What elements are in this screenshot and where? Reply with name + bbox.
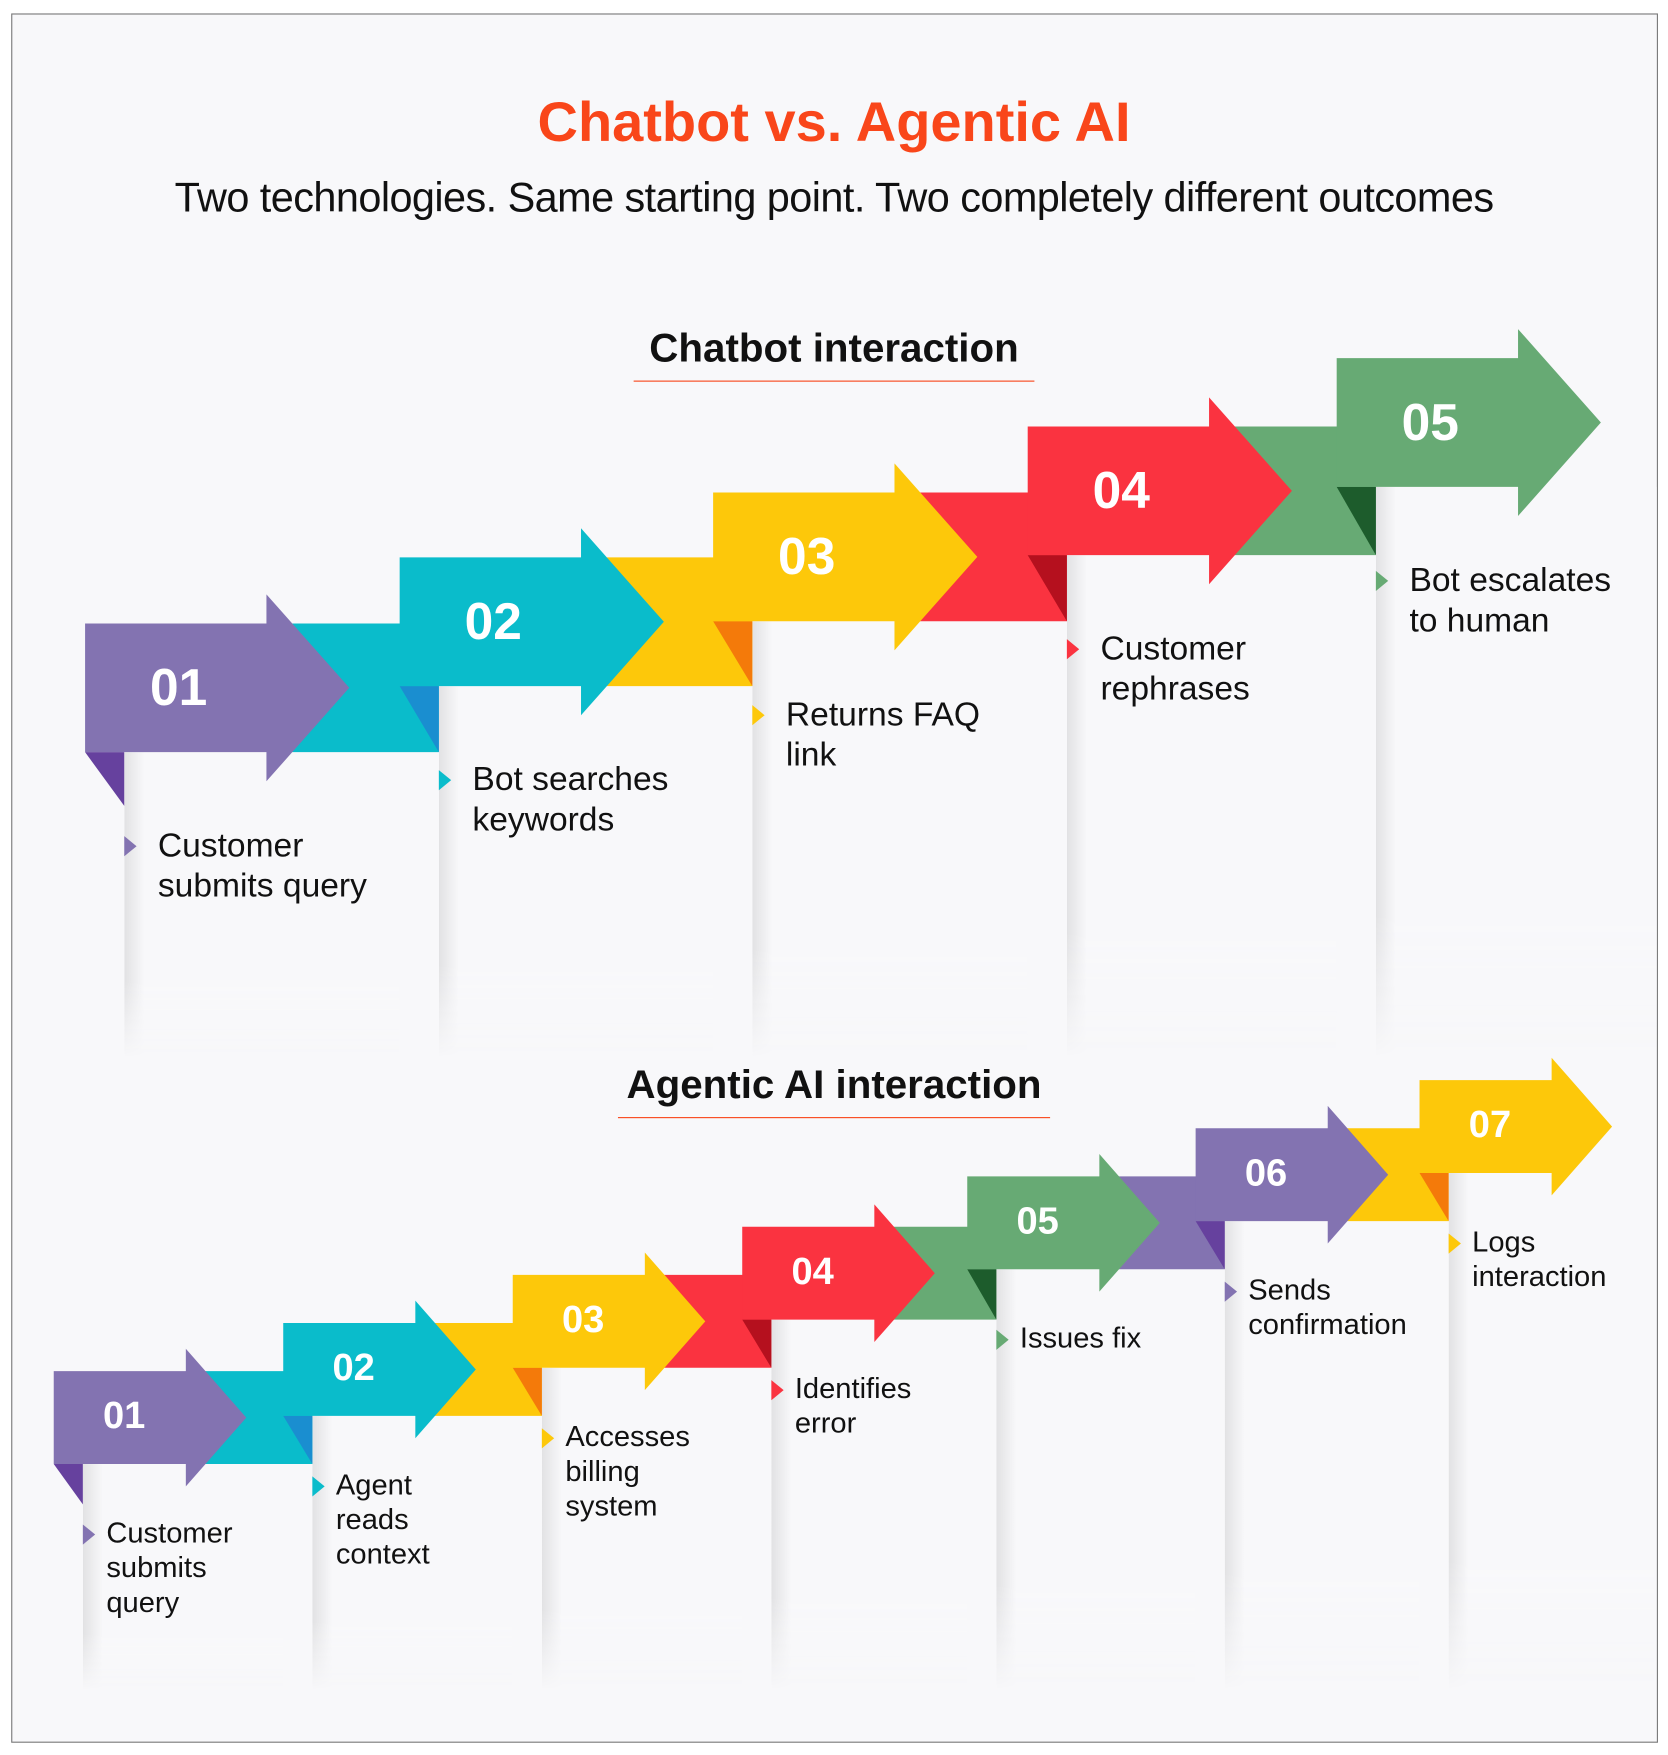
step-arrow <box>1195 1105 1389 1244</box>
step-card <box>771 1319 968 1691</box>
step-label-line: Bot escalates <box>1409 561 1612 599</box>
step-arrow <box>967 1153 1160 1292</box>
step-number: 04 <box>791 1250 834 1293</box>
step-number: 03 <box>561 1298 605 1342</box>
step-number: 07 <box>1468 1103 1512 1147</box>
step-label-line: context <box>335 1537 430 1571</box>
step-card <box>1066 555 1337 1058</box>
step-marker-icon <box>82 1524 96 1545</box>
step-label-line: Issues fix <box>1019 1320 1142 1355</box>
step-label-line: billing <box>565 1454 640 1488</box>
step-arrow <box>1336 329 1601 516</box>
step-number: 06 <box>1244 1151 1288 1195</box>
step-marker-icon <box>752 705 765 726</box>
step-marker-icon <box>438 770 452 791</box>
ribbon-fold <box>53 1464 83 1505</box>
step-label-line: Logs <box>1472 1224 1536 1259</box>
step-marker-icon <box>771 1379 784 1401</box>
step-label-line: submits query <box>157 867 367 905</box>
step-label-line: Customer <box>106 1515 233 1550</box>
step-label-line: Agent <box>335 1467 412 1501</box>
step-label-line: interaction <box>1472 1259 1607 1294</box>
step-arrow <box>512 1252 706 1391</box>
step-number: 01 <box>150 658 208 717</box>
step-number: 02 <box>464 591 522 651</box>
step-label-line: Customer <box>157 827 304 865</box>
ribbon-fold <box>1419 1173 1449 1222</box>
step-number: 05 <box>1016 1199 1059 1243</box>
step-label-line: reads <box>335 1502 409 1536</box>
step-arrow <box>713 463 978 651</box>
step-number: 01 <box>102 1394 146 1438</box>
ribbon-fold <box>1336 486 1376 556</box>
step-arrow <box>742 1204 935 1343</box>
step-marker-icon <box>312 1476 325 1497</box>
step-marker-icon <box>1448 1233 1461 1254</box>
step-label-line: error <box>794 1406 857 1440</box>
step-marker-icon <box>541 1427 555 1449</box>
step-card <box>82 1464 284 1691</box>
ribbon-fold <box>283 1415 313 1465</box>
step-label-line: link <box>785 736 837 774</box>
step-arrow <box>399 528 664 716</box>
step-arrow <box>53 1348 247 1487</box>
step-label-line: Sends <box>1248 1272 1331 1307</box>
step-label-line: confirmation <box>1248 1307 1407 1342</box>
step-arrow <box>85 594 350 782</box>
step-number: 02 <box>332 1346 375 1390</box>
ribbon-fold <box>1195 1221 1225 1270</box>
step-arrow <box>1419 1057 1613 1196</box>
step-marker-icon <box>996 1329 1009 1350</box>
step-label-line: Accesses <box>565 1419 690 1453</box>
step-number: 05 <box>1401 392 1459 451</box>
agentic-section-title: Agentic AI interaction <box>617 1061 1051 1119</box>
step-marker-icon <box>1375 570 1389 591</box>
step-label-line: Returns FAQ <box>785 696 981 734</box>
step-label-line: Bot searches <box>472 761 669 799</box>
step-marker-icon <box>1066 639 1080 660</box>
step-card <box>996 1269 1196 1691</box>
step-label-line: Identifies <box>794 1371 912 1405</box>
step-card <box>124 752 400 1058</box>
step-number: 03 <box>778 527 836 586</box>
step-marker-icon <box>1224 1281 1238 1302</box>
step-label-line: submits <box>106 1550 207 1585</box>
step-card <box>1375 486 1657 1058</box>
page-subtitle: Two technologies. Same starting point. T… <box>174 174 1494 221</box>
page-title: Chatbot vs. Agentic AI <box>537 90 1131 154</box>
step-label-line: system <box>565 1489 658 1523</box>
step-card <box>1448 1173 1655 1691</box>
step-card <box>752 621 1028 1058</box>
ribbon-fold <box>512 1367 542 1416</box>
ribbon-fold <box>713 621 753 687</box>
step-number: 04 <box>1092 461 1150 520</box>
step-card <box>541 1367 743 1691</box>
step-label-line: to human <box>1409 602 1550 640</box>
step-arrow <box>283 1300 476 1439</box>
step-marker-icon <box>124 836 137 857</box>
step-label: Issues fix <box>1020 1321 1141 1356</box>
step-arrow <box>1027 397 1292 585</box>
step-label-line: keywords <box>472 801 615 839</box>
step-label-line: rephrases <box>1100 670 1250 708</box>
step-label-line: query <box>106 1585 180 1619</box>
step-card <box>312 1415 513 1691</box>
step-label-line: Customer <box>1100 630 1247 668</box>
chatbot-section-title: Chatbot interaction <box>633 325 1035 382</box>
step-card <box>438 686 714 1058</box>
step-card <box>1224 1221 1420 1691</box>
